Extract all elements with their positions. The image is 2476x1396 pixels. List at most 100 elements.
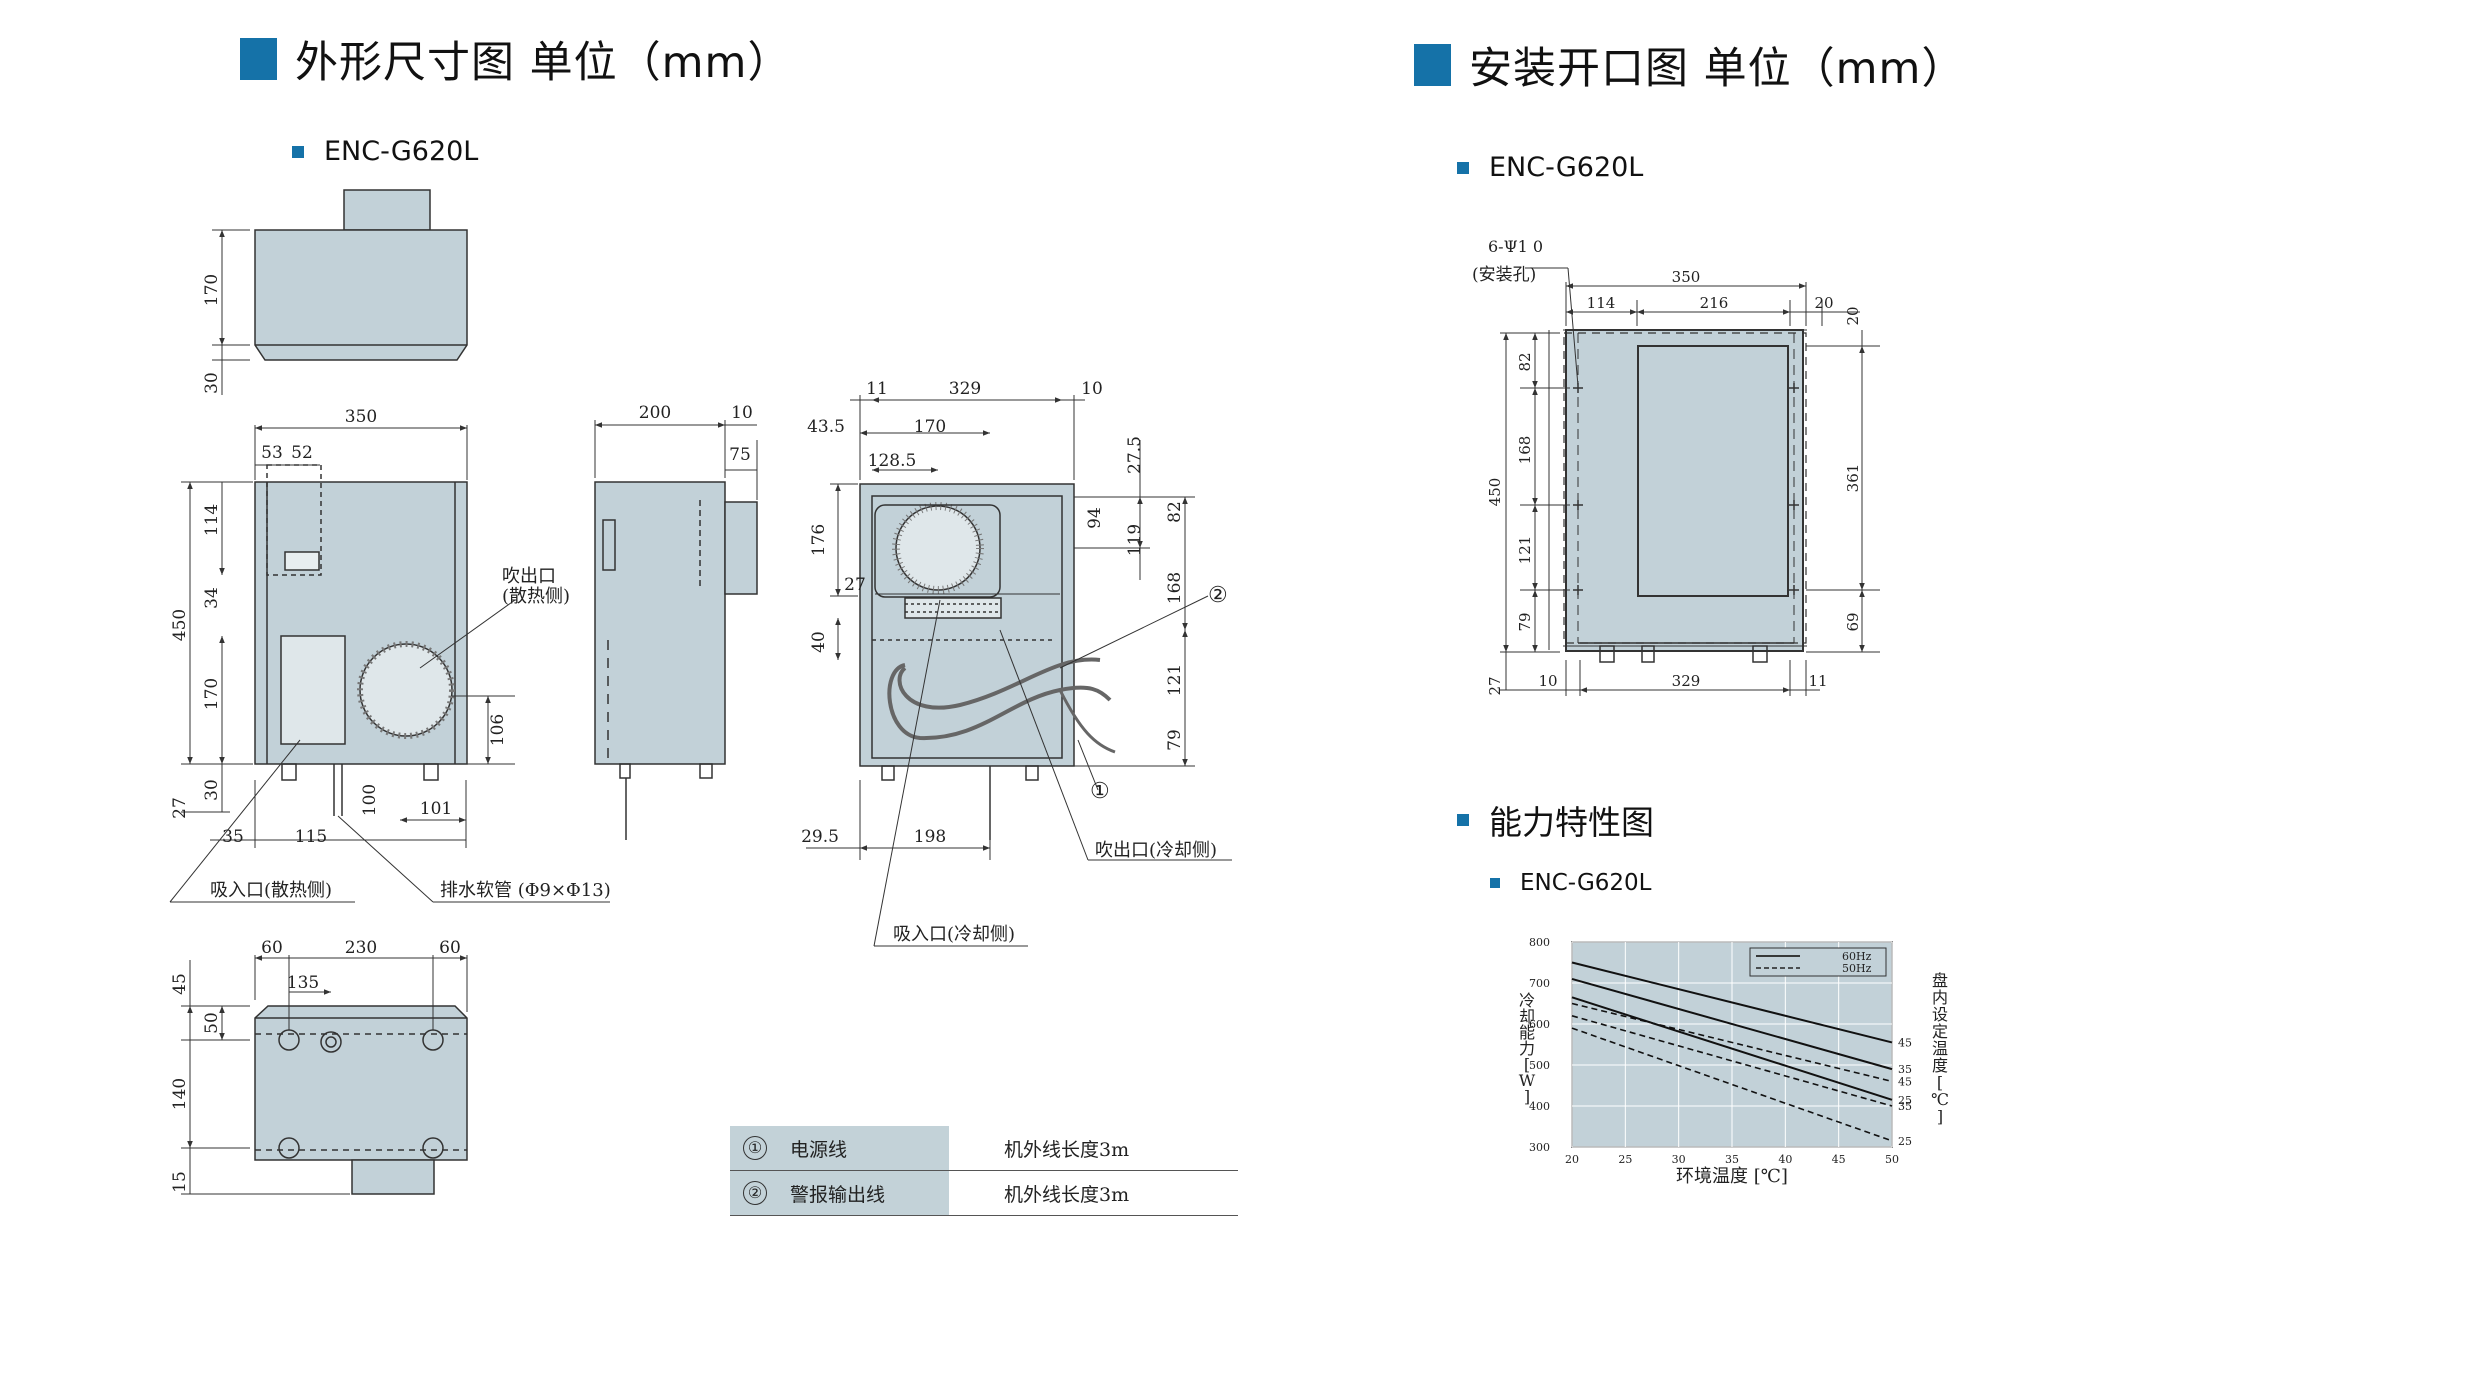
bullet-icon [1457,814,1469,826]
series-line-50hz-35 [1571,1015,1893,1107]
dim-text: 50 [202,1012,222,1034]
table-cell-no: ② [730,1170,780,1216]
dim-text: 450 [170,609,190,641]
dim-text: 200 [639,403,671,423]
dim-text: 43.5 [807,417,845,437]
x-tick-label: 25 [1618,1153,1632,1166]
y-tick-label: 400 [1529,1100,1550,1113]
y-tick-label: 800 [1529,936,1550,949]
outline-drawing-title: 外形尺寸图 单位（mm） [295,38,792,88]
front-view [169,425,610,903]
cutout-model-label: ENC-G620L [1457,152,1643,183]
series-line-60hz-35 [1571,977,1893,1071]
dim-text: 121 [1165,664,1185,696]
dim-text: 82 [1516,352,1534,371]
dim-text: 350 [345,407,377,427]
dim-text: 27 [1486,676,1504,695]
dim-text: 69 [1844,612,1862,631]
dim-text: 27.5 [1125,436,1145,474]
hot-outlet-label-line1: 吹出口(散热侧) [502,566,570,607]
dim-text: 27 [844,575,866,595]
dim-text: 11 [866,379,888,399]
legend-label-60hz: 60Hz [1842,950,1872,963]
dim-text: 114 [1587,294,1616,312]
dim-text: 119 [1125,524,1145,556]
dim-text: 15 [170,1171,190,1193]
bottom-view [181,955,468,1195]
callout-number: ① [743,1136,767,1160]
cutout-drawing-header: 安装开口图 单位（mm） [1414,34,1965,96]
outline-model-label: ENC-G620L [292,136,478,167]
dim-text: 121 [1516,536,1534,565]
dim-text: 30 [202,779,222,801]
dim-text: 79 [1516,612,1534,631]
dim-text: 216 [1700,294,1729,312]
dim-text: 128.5 [868,451,917,471]
dim-text: 140 [170,1078,190,1110]
dim-text: 168 [1165,572,1185,604]
top-view [212,189,468,395]
x-tick-label: 40 [1778,1153,1792,1166]
chart-y-label: 冷却能力[W] [1519,991,1536,1106]
cold-inlet-label: 吸入口(冷却侧) [893,924,1015,945]
dim-text: 30 [202,372,222,394]
dim-text: 20 [1844,306,1862,325]
model-name: ENC-G620L [324,136,479,167]
side-view [594,420,758,840]
dim-text: 176 [809,524,829,556]
series-line-50hz-25 [1571,1027,1893,1142]
table-cell-desc: 机外线长度3m [949,1126,1238,1171]
dim-text: 106 [488,714,508,746]
model-name: ENC-G620L [1489,152,1644,183]
series-end-label: 35 [1898,1100,1912,1113]
dim-text: 329 [1672,672,1701,690]
dim-text: 115 [295,827,327,847]
x-tick-label: 35 [1725,1153,1739,1166]
dim-text: 100 [360,784,380,816]
dim-text: 10 [1538,672,1557,690]
dim-text: 361 [1844,464,1862,493]
hot-side-inlet-grille [280,635,346,745]
dim-text: 79 [1165,729,1185,751]
outline-drawing-header: 外形尺寸图 单位（mm） [240,28,791,90]
dim-text: 82 [1165,501,1185,523]
dim-text: 198 [914,827,946,847]
bullet-icon [292,145,304,158]
chart-legend [1749,947,1887,977]
cold-outlet-label: 吹出口(冷却侧) [1095,840,1217,861]
table-cell-no: ① [730,1126,780,1171]
y-tick-label: 500 [1529,1059,1550,1072]
mount-hole-note: (安装孔) [1472,265,1536,285]
chart-x-label: 环境温度 [℃] [1676,1166,1788,1187]
series-end-label: 35 [1898,1063,1912,1076]
dim-text: 94 [1085,507,1105,529]
x-tick-label: 50 [1885,1153,1899,1166]
capability-title: 能力特性图 [1489,803,1654,842]
header-marker-icon [1414,44,1451,86]
x-tick-label: 45 [1832,1153,1846,1166]
dim-text: 350 [1672,268,1701,286]
dim-text: 53 [261,443,283,463]
chart-right-label: 盘内设定温度[℃] [1931,971,1949,1126]
dim-text: 27 [170,797,190,819]
dim-text: 29.5 [801,827,839,847]
dim-text: 10 [731,403,753,423]
dim-text: 329 [949,379,981,399]
table-cell-name: 警报输出线 [780,1170,949,1216]
dim-text: 170 [914,417,946,437]
x-tick-label: 30 [1672,1153,1686,1166]
bullet-icon [1490,878,1500,888]
table-row: ② 警报输出线 机外线长度3m [730,1170,1238,1216]
dim-text: 114 [202,504,222,536]
dim-text: 11 [1808,672,1827,690]
hot-inlet-label: 吸入口(散热侧) [210,880,332,901]
y-tick-label: 600 [1529,1018,1550,1031]
drain-hose-label: 排水软管 (Φ9×Φ13) [440,880,611,901]
dim-text: 230 [345,938,377,958]
x-tick-label: 20 [1565,1153,1579,1166]
header-marker-icon [240,38,277,80]
callout-2: ② [1208,583,1228,608]
mount-hole-label: 6-Ψ1 0 [1488,237,1543,256]
dim-text: 60 [261,938,283,958]
